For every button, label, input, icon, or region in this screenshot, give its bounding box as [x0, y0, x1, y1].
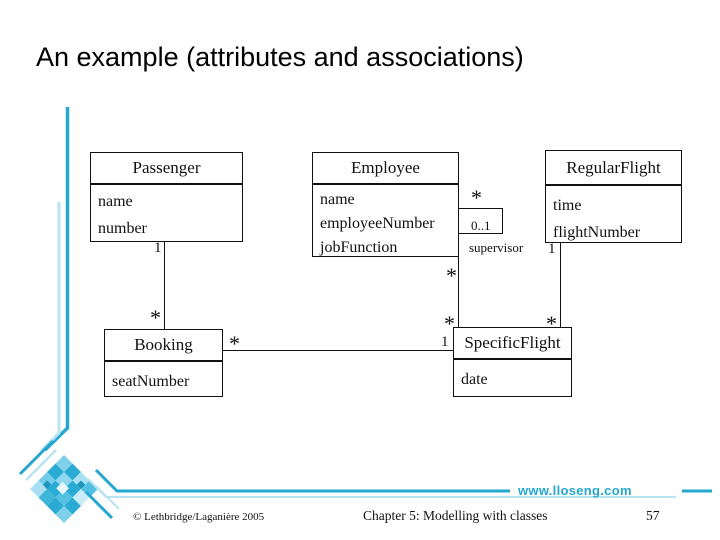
class-attribute: employeeNumber	[320, 215, 435, 232]
class-attribute: date	[461, 371, 488, 388]
class-box-regularflight: RegularFlight time flightNumber	[545, 150, 682, 243]
class-box-passenger: Passenger name number	[90, 152, 243, 242]
class-attribute: seatNumber	[112, 373, 190, 390]
class-box-employee: Employee name employeeNumber jobFunction	[312, 152, 459, 257]
multiplicity-label: *	[446, 263, 457, 288]
chapter-label: Chapter 5: Modelling with classes	[363, 508, 548, 523]
page-number: 57	[646, 508, 660, 523]
multiplicity-label: *	[546, 311, 557, 336]
association-line-regularflight-specificflight	[560, 243, 561, 327]
website-label: www.lloseng.com	[518, 483, 632, 498]
class-box-specificflight: SpecificFlight date	[453, 327, 572, 397]
class-title: RegularFlight	[546, 151, 681, 186]
slide-title: An example (attributes and associations)	[36, 42, 524, 72]
association-line-employee-specificflight	[458, 257, 459, 327]
class-attribute: flightNumber	[553, 224, 641, 241]
class-title: Booking	[105, 330, 222, 362]
multiplicity-label: 1	[441, 334, 449, 350]
class-attribute: name	[98, 193, 133, 210]
multiplicity-label: *	[229, 331, 240, 356]
association-line-supervisor-right	[502, 208, 503, 234]
class-box-booking: Booking seatNumber	[104, 329, 223, 397]
class-attribute: jobFunction	[320, 239, 398, 256]
class-title: Employee	[313, 153, 458, 185]
multiplicity-label: *	[471, 185, 482, 210]
multiplicity-label: 1	[548, 241, 556, 257]
association-line-supervisor-top	[459, 208, 502, 209]
association-line-supervisor-bottom	[459, 233, 502, 234]
class-attribute: time	[553, 197, 582, 214]
multiplicity-label: *	[150, 305, 161, 330]
class-title: Passenger	[91, 153, 242, 185]
association-line-passenger-booking	[164, 242, 165, 329]
copyright-label: © Lethbridge/Laganière 2005	[133, 511, 265, 523]
role-label: supervisor	[469, 240, 524, 255]
association-line-booking-specificflight	[223, 350, 453, 351]
class-title: SpecificFlight	[454, 328, 571, 360]
class-attribute: name	[320, 191, 355, 208]
multiplicity-label: 1	[154, 240, 162, 256]
class-attribute: number	[98, 220, 147, 237]
multiplicity-label: 0..1	[471, 218, 491, 233]
multiplicity-label: *	[444, 311, 455, 336]
